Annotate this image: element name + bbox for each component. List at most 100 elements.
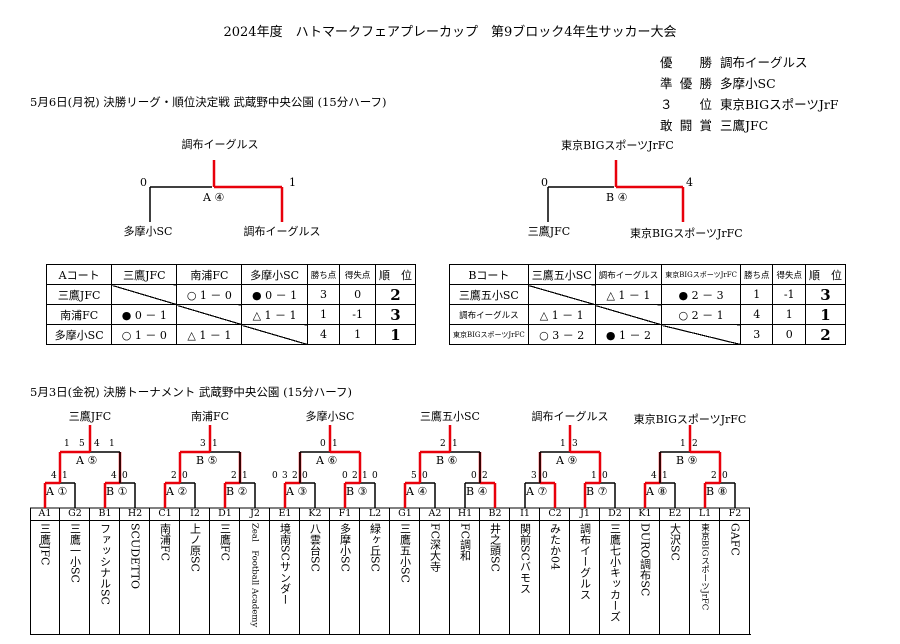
- team-code: H1: [450, 508, 480, 521]
- team-code: G1: [390, 508, 420, 521]
- team-name: みたか04: [548, 523, 562, 570]
- team-code: J1: [570, 508, 600, 521]
- team-code: L1: [690, 508, 720, 521]
- table-cell: 0: [772, 324, 806, 345]
- team-name: 三鷹FC: [218, 523, 232, 562]
- result-row: 準優勝多摩小SC: [660, 73, 839, 94]
- team-code: I2: [180, 508, 210, 521]
- result-label: 敢闘賞: [660, 118, 712, 133]
- team-name: GAFC: [728, 523, 742, 556]
- team-name: 上ノ原SC: [188, 523, 202, 572]
- result-team: 東京BIGスポーツJrF: [720, 97, 839, 112]
- final-b-score-right: 4: [686, 176, 693, 189]
- table-team-cell: 南浦FC: [45, 304, 113, 325]
- team-code: C2: [540, 508, 570, 521]
- team-name: Zeal Football Academy: [249, 523, 260, 628]
- team-cell: C2 みたか04: [540, 508, 570, 634]
- group-winner: 三鷹五小SC: [420, 410, 480, 423]
- table-header-cell: Bコート: [449, 264, 529, 285]
- score: 1: [332, 439, 338, 449]
- table-cell: [111, 284, 178, 305]
- final-b-winner: 東京BIGスポーツJrFC: [561, 139, 674, 152]
- table-cell: ○ 3 － 2: [527, 324, 596, 345]
- score: 1: [62, 471, 68, 481]
- score: 0: [182, 471, 188, 481]
- score: 0: [302, 471, 308, 481]
- team-code: K2: [300, 508, 330, 521]
- score: 1: [452, 439, 458, 449]
- score: 4: [94, 439, 100, 449]
- match-label: B ⑧: [706, 485, 728, 498]
- match-label: B ⑨: [676, 454, 698, 467]
- final-a-match-label: A ④: [203, 191, 225, 204]
- score: 0: [422, 471, 428, 481]
- table-cell: [594, 304, 663, 325]
- table-cell: △ 1 － 1: [176, 324, 243, 345]
- team-name: 大沢SC: [668, 523, 682, 561]
- match-label: A ⑧: [646, 485, 668, 498]
- league-table-a: Aコート 三鷹JFC 南浦FC 多摩小SC 勝ち点 得失点 順 位 三鷹JFC …: [45, 264, 417, 345]
- table-cell: [661, 324, 741, 345]
- table-team-cell: 三鷹JFC: [45, 284, 113, 305]
- table-rank-cell: 2: [804, 324, 846, 345]
- result-label: 準優勝: [660, 76, 712, 91]
- table-row: 三鷹JFC ○ 1 － 0 ● 0 － 1 3 0 2: [45, 284, 417, 305]
- score: 2: [171, 471, 177, 481]
- score: 2: [440, 439, 446, 449]
- team-name: 三鷹JFC: [38, 523, 52, 566]
- team-code: E2: [660, 508, 690, 521]
- team-code: E1: [270, 508, 300, 521]
- score: 4: [111, 471, 117, 481]
- table-header-cell: 順 位: [374, 264, 417, 285]
- team-name: SCUDETTO: [128, 523, 142, 589]
- score: 1: [212, 439, 218, 449]
- team-cell: I2 上ノ原SC: [180, 508, 210, 634]
- group-winner: 三鷹JFC: [68, 410, 112, 423]
- score: 0: [372, 471, 378, 481]
- score: 2: [482, 471, 488, 481]
- score: 0: [272, 471, 278, 481]
- table-row: 多摩小SC ○ 1 － 0 △ 1 － 1 4 1 1: [45, 324, 417, 345]
- score: 5: [79, 439, 85, 449]
- result-team: 多摩小SC: [720, 76, 776, 91]
- match-label: A ②: [166, 485, 188, 498]
- score: 0: [471, 471, 477, 481]
- result-label: 優 勝: [660, 55, 712, 70]
- score: 1: [591, 471, 597, 481]
- score: 1: [680, 439, 686, 449]
- team-code: I1: [510, 508, 540, 521]
- team-name: 関前SCバモス: [518, 523, 532, 594]
- league-table-b: Bコート 三鷹五小SC 調布イーグルス 東京BIGスポーツJrFC 勝ち点 得失…: [449, 264, 846, 345]
- team-cell: I1 関前SCバモス: [510, 508, 540, 634]
- final-a-score-right: 1: [289, 176, 296, 189]
- score: 0: [320, 439, 326, 449]
- final-b-right-team: 東京BIGスポーツJrFC: [630, 227, 743, 240]
- match-label: B ④: [466, 485, 488, 498]
- team-name: ファッシナルSC: [98, 523, 112, 605]
- score: 0: [722, 471, 728, 481]
- table-header-cell: 多摩小SC: [241, 264, 308, 285]
- match-label: B ⑥: [436, 454, 458, 467]
- score: 0: [342, 471, 348, 481]
- team-name: 三鷹一小SC: [68, 523, 82, 583]
- match-label: A ③: [286, 485, 308, 498]
- match-label: A ④: [406, 485, 428, 498]
- score: 1: [662, 471, 668, 481]
- result-team: 三鷹JFC: [720, 118, 769, 133]
- match-label: A ⑨: [556, 454, 578, 467]
- final-b-score-left: 0: [541, 176, 548, 189]
- group-winner: 調布イーグルス: [531, 410, 609, 423]
- team-code: D1: [210, 508, 240, 521]
- score: 1: [242, 471, 248, 481]
- score: 0: [602, 471, 608, 481]
- team-name: 多摩小SC: [338, 523, 352, 572]
